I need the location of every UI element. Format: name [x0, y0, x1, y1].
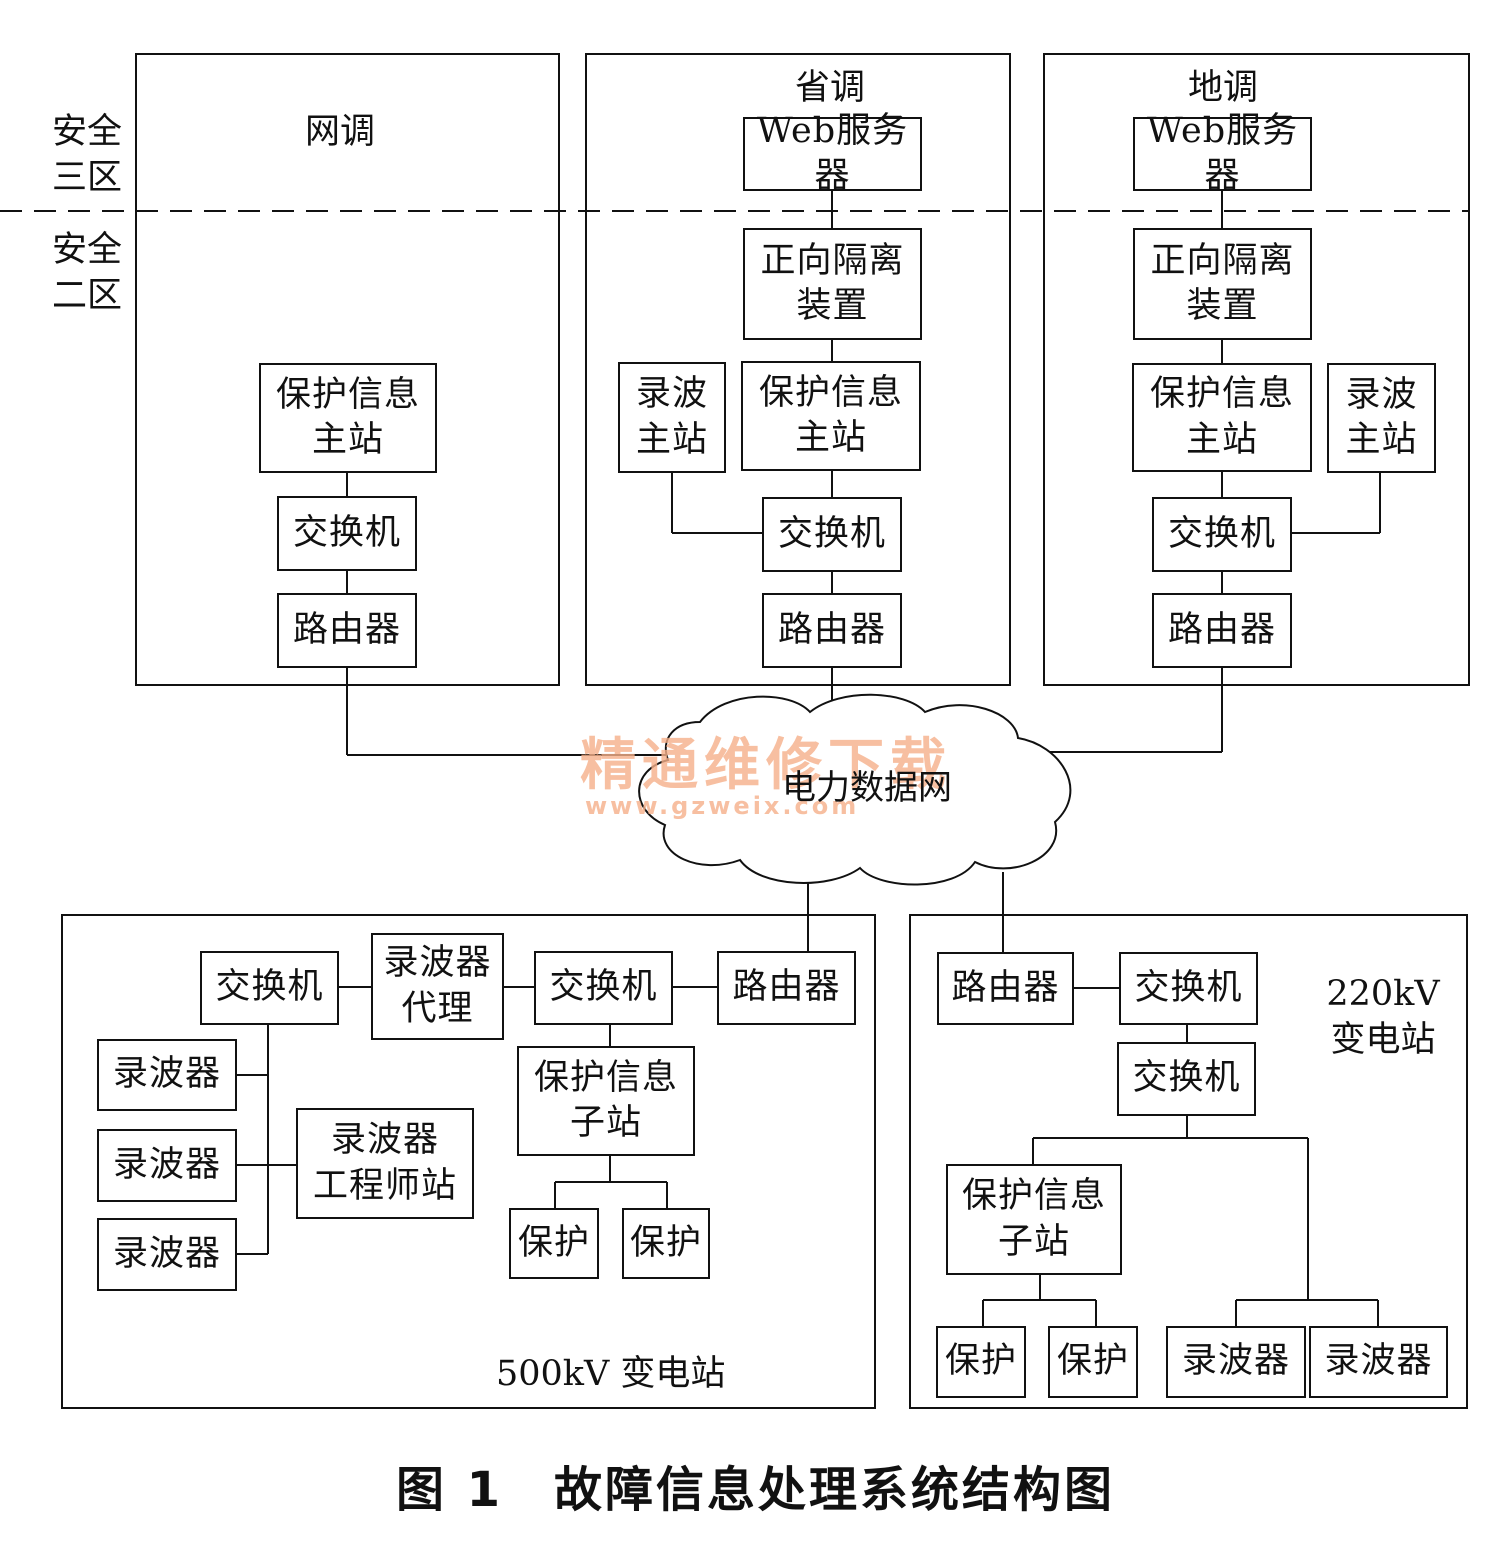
- power-data-network-label: 电力数据网: [782, 768, 952, 808]
- grid-router: 路由器: [277, 593, 417, 668]
- figure-caption: 图 1 故障信息处理系统结构图: [395, 1462, 1116, 1518]
- zone-3-label: 安全 三区: [52, 112, 123, 198]
- sub220-switch-2: 交换机: [1117, 1042, 1256, 1116]
- province-router: 路由器: [762, 593, 902, 668]
- sub220-router: 路由器: [937, 952, 1074, 1025]
- sub220-recorder-2: 录波器: [1309, 1326, 1448, 1398]
- local-recorder-master: 录波 主站: [1327, 363, 1436, 473]
- local-protection-master: 保护信息 主站: [1132, 363, 1312, 472]
- grid-dispatch-title: 网调: [304, 112, 375, 152]
- province-dispatch-title: 省调: [794, 68, 865, 108]
- sub500-recorder-proxy: 录波器 代理: [371, 933, 504, 1040]
- sub500-router: 路由器: [717, 951, 856, 1025]
- province-web-server: Web服务器: [743, 111, 922, 196]
- sub500-recorder-1: 录波器: [97, 1039, 237, 1111]
- sub500-recorder-2: 录波器: [97, 1129, 237, 1202]
- sub500-switch-mid: 交换机: [534, 951, 673, 1025]
- substation-500kv-frame: [61, 914, 876, 1409]
- watermark-text: 精通维修下载: [580, 732, 952, 798]
- sub500-switch-left: 交换机: [200, 951, 339, 1025]
- grid-switch: 交换机: [277, 496, 417, 571]
- sub220-protection-substation: 保护信息 子站: [946, 1164, 1122, 1275]
- local-dispatch-title: 地调: [1187, 68, 1258, 108]
- sub220-switch-1: 交换机: [1119, 952, 1258, 1025]
- substation-220kv-frame: [909, 914, 1468, 1409]
- sub220-protection-1: 保护: [936, 1326, 1026, 1398]
- local-isolation-device: 正向隔离 装置: [1133, 228, 1312, 340]
- local-web-server: Web服务器: [1133, 111, 1312, 196]
- sub500-protection-substation: 保护信息 子站: [517, 1046, 695, 1156]
- sub220-recorder-1: 录波器: [1166, 1326, 1306, 1398]
- sub500-protection-2: 保护: [622, 1208, 710, 1279]
- sub220-protection-2: 保护: [1048, 1326, 1138, 1398]
- grid-protection-master: 保护信息 主站: [259, 363, 437, 473]
- sub220-title: 220kV 变电站: [1326, 974, 1440, 1060]
- local-switch: 交换机: [1152, 497, 1292, 572]
- province-dispatch-frame: [585, 53, 1011, 686]
- grid-dispatch-frame: [135, 53, 560, 686]
- cloud-shape: [638, 693, 1072, 886]
- province-recorder-master: 录波 主站: [618, 362, 726, 473]
- province-protection-master: 保护信息 主站: [741, 361, 921, 471]
- watermark-url: www.gzweix.com: [585, 792, 860, 820]
- zone-2-label: 安全 二区: [52, 230, 123, 316]
- sub500-recorder-3: 录波器: [97, 1218, 237, 1291]
- sub500-title: 500kV 变电站: [496, 1354, 726, 1394]
- sub500-protection-1: 保护: [509, 1208, 599, 1279]
- province-switch: 交换机: [762, 497, 902, 572]
- local-dispatch-frame: [1043, 53, 1470, 686]
- sub500-engineer-station: 录波器 工程师站: [296, 1108, 474, 1219]
- province-isolation-device: 正向隔离 装置: [743, 228, 922, 340]
- local-router: 路由器: [1152, 593, 1292, 668]
